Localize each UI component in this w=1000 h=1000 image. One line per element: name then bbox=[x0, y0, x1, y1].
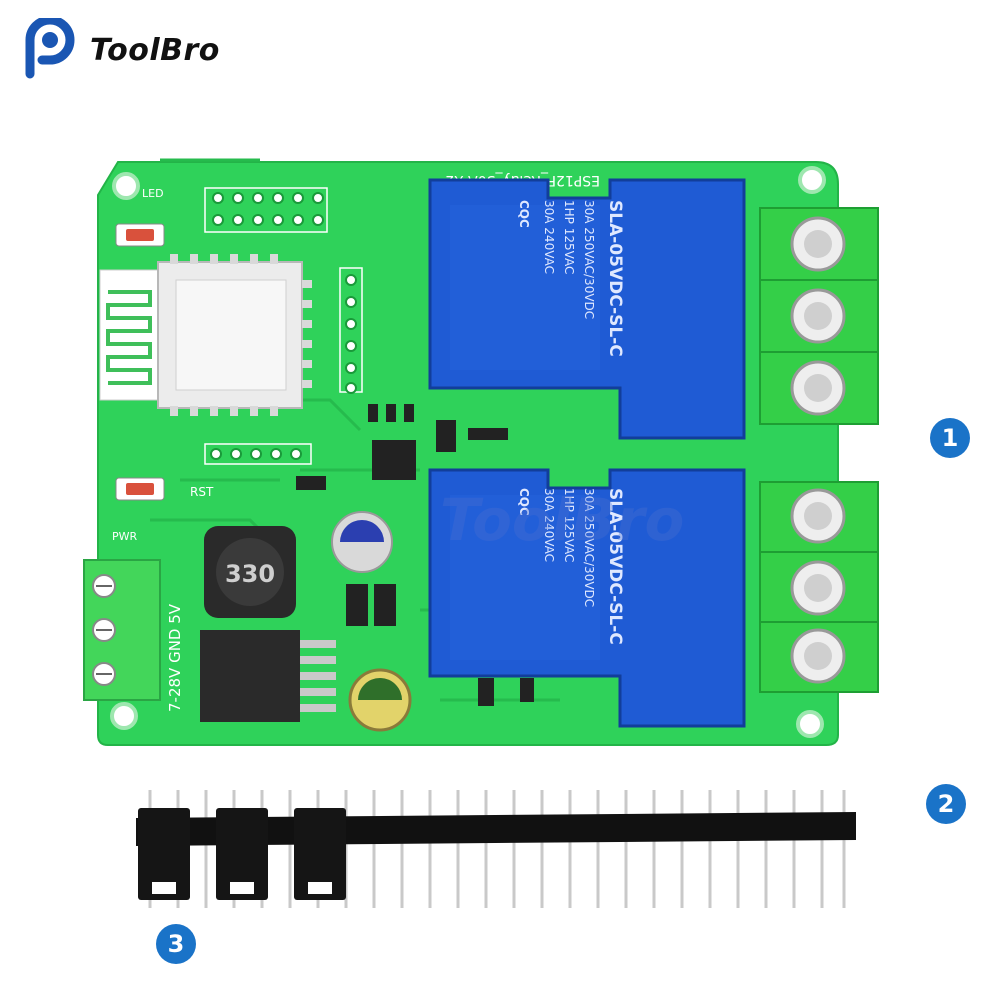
relay-2-markings: SLA-05VDC-SL-C 30A 250VAC/30VDC 1HP 125V… bbox=[517, 488, 625, 645]
callout-3-label: 3 bbox=[167, 930, 185, 958]
voltage-regulator bbox=[200, 630, 336, 722]
svg-text:30A 250VAC/30VDC: 30A 250VAC/30VDC bbox=[582, 488, 596, 607]
smd-components bbox=[296, 404, 534, 706]
svg-text:SLA-05VDC-SL-C: SLA-05VDC-SL-C bbox=[605, 488, 625, 645]
toolbro-p-logo-icon bbox=[25, 18, 75, 79]
mounting-holes bbox=[110, 166, 826, 738]
svg-text:1HP 125VAC: 1HP 125VAC bbox=[562, 488, 576, 562]
output-terminals bbox=[759, 207, 879, 693]
esp12f-module bbox=[99, 261, 303, 409]
inductor-label: 330 bbox=[225, 560, 275, 588]
capacitors bbox=[331, 511, 412, 732]
watermark: ToolBro bbox=[440, 486, 684, 554]
board-headers bbox=[204, 187, 363, 465]
callout-1-badge: 1 bbox=[930, 418, 970, 458]
module-pins bbox=[170, 254, 312, 416]
relay-2 bbox=[428, 468, 746, 728]
relay-1-markings: SLA-05VDC-SL-C 30A 250VAC/30VDC 1HP 125V… bbox=[517, 200, 625, 357]
power-terminal bbox=[83, 559, 161, 701]
pwr-label: PWR bbox=[112, 530, 138, 543]
svg-text:30A 240VAC: 30A 240VAC bbox=[542, 488, 556, 562]
callout-2-badge: 2 bbox=[926, 784, 966, 824]
svg-text:30A 250VAC/30VDC: 30A 250VAC/30VDC bbox=[582, 200, 596, 319]
callout-1-label: 1 bbox=[941, 424, 959, 452]
inductor bbox=[204, 526, 296, 618]
svg-text:30A 240VAC: 30A 240VAC bbox=[542, 200, 556, 274]
svg-text:1HP 125VAC: 1HP 125VAC bbox=[562, 200, 576, 274]
svg-text:CQC: CQC bbox=[517, 200, 531, 228]
power-input-label: 7-28V GND 5V bbox=[166, 603, 184, 712]
led-label: LED bbox=[142, 187, 164, 200]
callout-2-label: 2 bbox=[937, 790, 955, 818]
svg-text:SLA-05VDC-SL-C: SLA-05VDC-SL-C bbox=[605, 200, 625, 357]
jumper-caps bbox=[138, 808, 346, 900]
callout-3-badge: 3 bbox=[156, 924, 196, 964]
brand-name: ToolBro bbox=[90, 32, 220, 68]
brand-logo: ToolBro bbox=[20, 18, 220, 82]
relay-1 bbox=[428, 178, 746, 440]
svg-text:CQC: CQC bbox=[517, 488, 531, 516]
rst-label: RST bbox=[190, 485, 214, 499]
pcb-buttons bbox=[115, 223, 165, 501]
